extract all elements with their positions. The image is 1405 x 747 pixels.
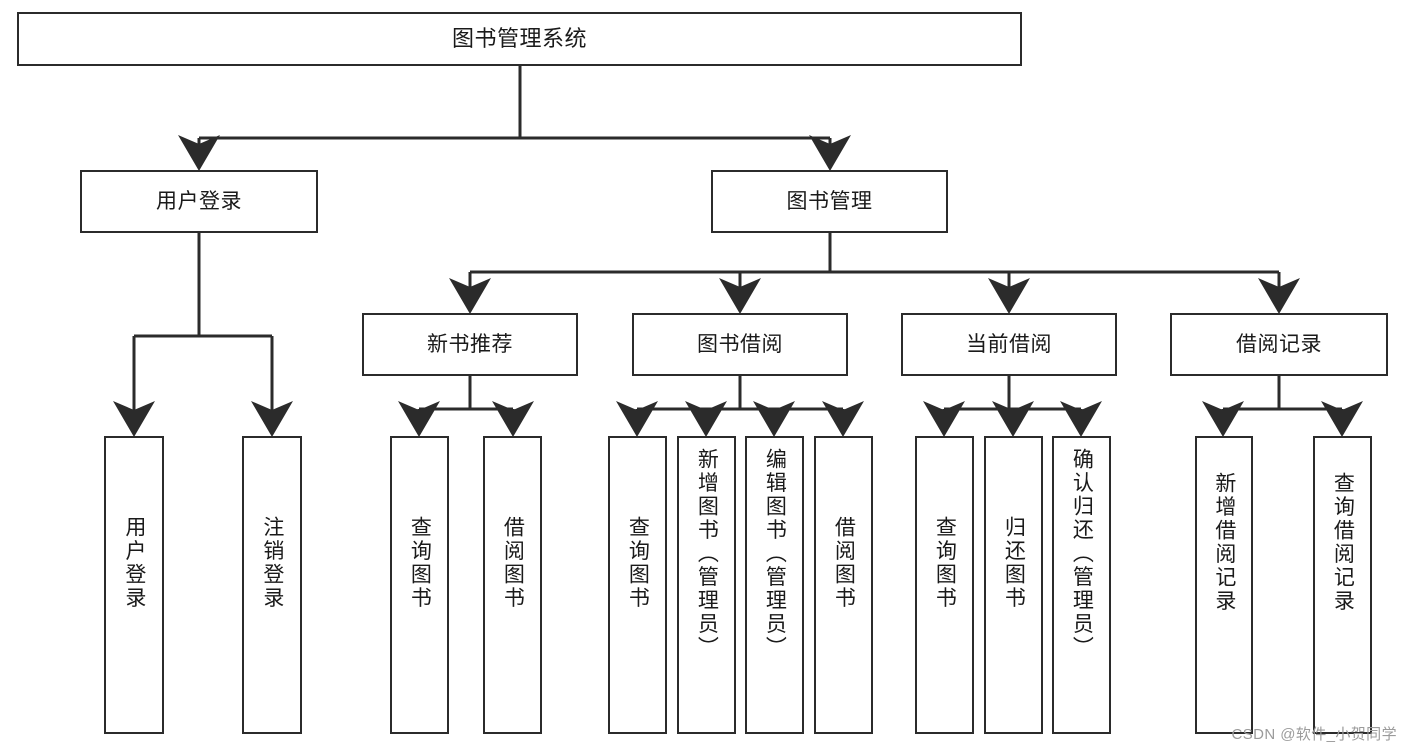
node-label: 注销登录: [260, 516, 284, 610]
node-leaf-add-borrow-record[interactable]: 新增借阅记录: [1195, 436, 1253, 734]
node-root-book-management-system[interactable]: 图书管理系统: [17, 12, 1022, 66]
node-label: 当前借阅: [966, 332, 1052, 356]
node-label: 新增图书（管理员）: [695, 448, 719, 660]
node-label: 编辑图书（管理员）: [763, 448, 787, 660]
node-label: 借阅记录: [1236, 332, 1322, 356]
node-leaf-add-book-admin[interactable]: 新增图书（管理员）: [677, 436, 736, 734]
node-label: 用户登录: [122, 516, 146, 610]
node-label: 借阅图书: [501, 516, 525, 610]
node-label: 新书推荐: [427, 332, 513, 356]
node-leaf-query-borrow-record[interactable]: 查询借阅记录: [1313, 436, 1372, 734]
node-label: 图书管理系统: [451, 25, 587, 51]
node-leaf-borrow-book-borrow[interactable]: 借阅图书: [814, 436, 873, 734]
node-leaf-borrow-book-newbook[interactable]: 借阅图书: [483, 436, 542, 734]
node-label: 查询图书: [933, 516, 957, 610]
node-book-management[interactable]: 图书管理: [711, 170, 948, 233]
node-label: 新增借阅记录: [1212, 472, 1236, 613]
node-leaf-user-login[interactable]: 用户登录: [104, 436, 164, 734]
node-leaf-edit-book-admin[interactable]: 编辑图书（管理员）: [745, 436, 804, 734]
watermark-text: CSDN @软件_小贺同学: [1231, 726, 1397, 743]
node-current-borrowing[interactable]: 当前借阅: [901, 313, 1117, 376]
node-label: 归还图书: [1002, 516, 1026, 610]
node-label: 借阅图书: [832, 516, 856, 610]
node-user-login[interactable]: 用户登录: [80, 170, 318, 233]
node-label: 查询图书: [408, 516, 432, 610]
node-label: 图书管理: [786, 189, 873, 213]
node-leaf-query-book-borrow[interactable]: 查询图书: [608, 436, 667, 734]
node-leaf-confirm-return-admin[interactable]: 确认归还（管理员）: [1052, 436, 1111, 734]
node-label: 查询借阅记录: [1331, 472, 1355, 613]
node-book-borrowing[interactable]: 图书借阅: [632, 313, 848, 376]
node-leaf-return-book[interactable]: 归还图书: [984, 436, 1043, 734]
node-leaf-query-book-current[interactable]: 查询图书: [915, 436, 974, 734]
node-new-book-recommendation[interactable]: 新书推荐: [362, 313, 578, 376]
node-label: 用户登录: [156, 189, 242, 213]
node-leaf-query-book-newbook[interactable]: 查询图书: [390, 436, 449, 734]
node-leaf-logout[interactable]: 注销登录: [242, 436, 302, 734]
node-label: 查询图书: [626, 516, 650, 610]
node-label: 图书借阅: [697, 332, 783, 356]
node-label: 确认归还（管理员）: [1070, 448, 1094, 660]
node-borrowing-record[interactable]: 借阅记录: [1170, 313, 1388, 376]
